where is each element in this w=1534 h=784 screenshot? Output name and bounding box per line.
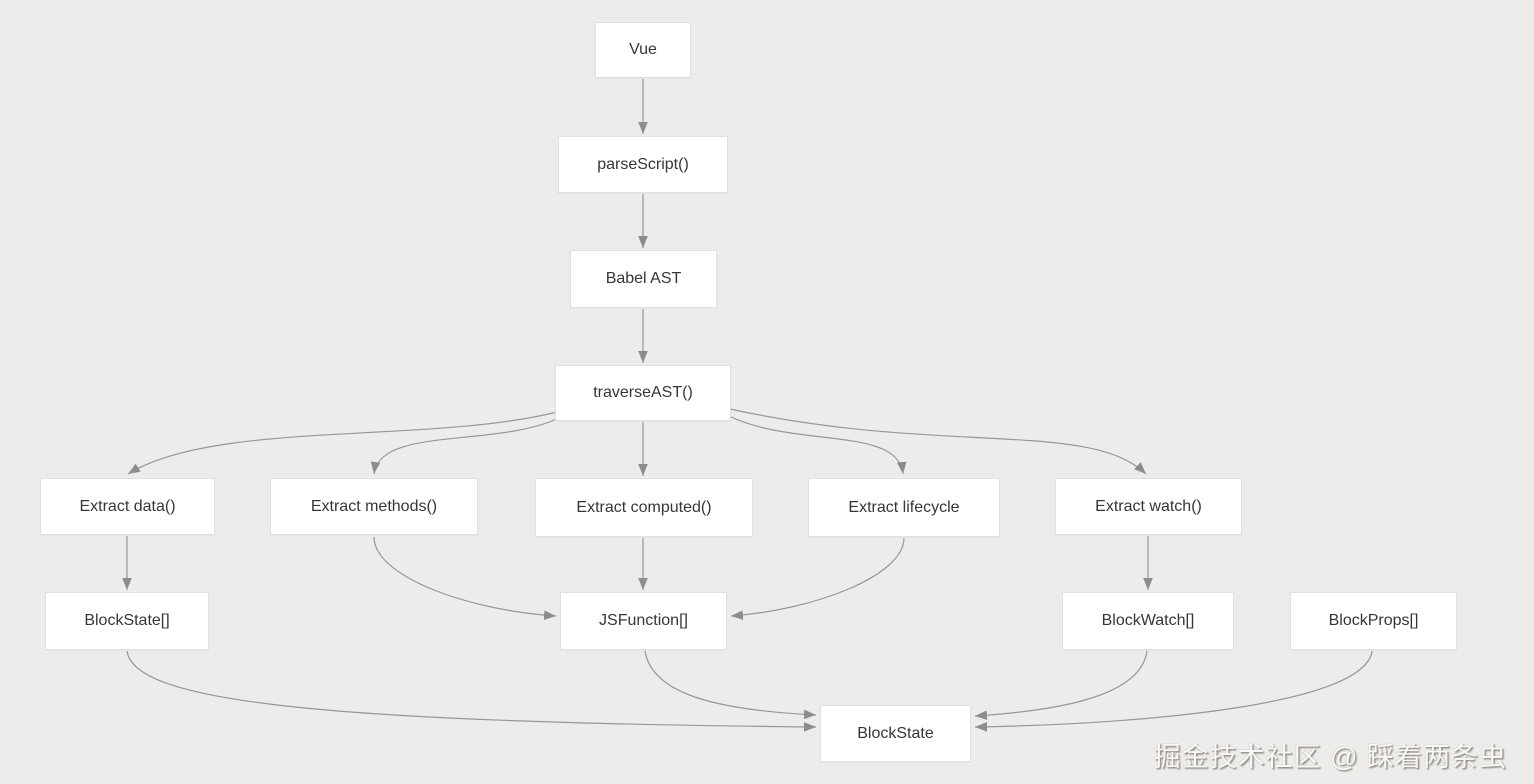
node-label: BlockWatch[] bbox=[1101, 612, 1195, 629]
edge-traverseast-to-extract-lifecycle bbox=[728, 415, 907, 475]
edge-jsfunctionlist-to-blockstate bbox=[644, 650, 817, 720]
node-vue: Vue bbox=[595, 22, 691, 78]
edge-blockstatelist-to-blockstate bbox=[126, 650, 817, 732]
node-block-state: BlockState bbox=[820, 705, 971, 762]
edge-extract-methods-to-jsfunctionlist bbox=[373, 536, 557, 620]
node-extract-lifecycle: Extract lifecycle bbox=[808, 478, 1000, 537]
node-block-props-list: BlockProps[] bbox=[1290, 592, 1457, 650]
node-label: Extract lifecycle bbox=[848, 498, 960, 516]
node-label: Extract computed() bbox=[576, 498, 712, 516]
node-label: Extract data() bbox=[79, 497, 176, 515]
node-label: parseScript() bbox=[597, 155, 689, 173]
edge-extract-lifecycle-to-jsfunctionlist bbox=[730, 537, 905, 620]
edge-blockpropslist-to-blockstate bbox=[974, 650, 1373, 732]
node-extract-methods: Extract methods() bbox=[270, 478, 478, 535]
edge-blockwatchlist-to-blockstate bbox=[974, 650, 1148, 721]
node-block-watch-list: BlockWatch[] bbox=[1062, 592, 1234, 650]
node-parse-script: parseScript() bbox=[558, 136, 728, 193]
node-label: Vue bbox=[629, 41, 657, 58]
node-traverse-ast: traverseAST() bbox=[555, 365, 731, 421]
watermark-text: 掘金技术社区 @ 踩着两条虫 bbox=[1153, 742, 1507, 772]
node-label: BlockState[] bbox=[84, 612, 170, 629]
node-label: Extract methods() bbox=[310, 497, 438, 515]
node-extract-watch: Extract watch() bbox=[1055, 478, 1242, 535]
edge-traverseast-to-extract-data bbox=[127, 411, 558, 475]
node-label: Babel AST bbox=[605, 270, 682, 287]
node-block-state-list: BlockState[] bbox=[45, 592, 209, 650]
node-label: JSFunction[] bbox=[599, 612, 688, 629]
node-label: traverseAST() bbox=[593, 384, 693, 401]
edge-traverseast-to-extract-watch bbox=[729, 408, 1147, 475]
node-extract-data: Extract data() bbox=[40, 478, 215, 535]
edge-traverseast-to-extract-methods bbox=[370, 417, 560, 475]
node-label: BlockState bbox=[857, 724, 934, 742]
node-label: Extract watch() bbox=[1095, 497, 1202, 515]
node-babel-ast: Babel AST bbox=[570, 250, 717, 308]
node-js-function-list: JSFunction[] bbox=[560, 592, 727, 650]
node-extract-computed: Extract computed() bbox=[535, 478, 753, 537]
node-label: BlockProps[] bbox=[1328, 612, 1419, 629]
